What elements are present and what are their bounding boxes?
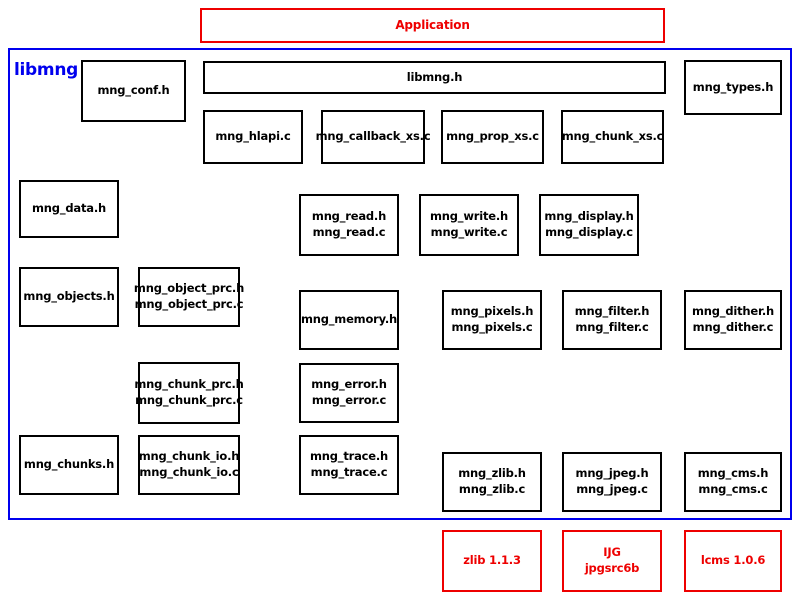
module-line: mng_trace.h bbox=[309, 449, 389, 464]
module-mng-error[interactable]: mng_error.h mng_error.c bbox=[299, 363, 399, 423]
module-line: mng_display.h bbox=[544, 209, 634, 224]
module-line: mng_jpeg.c bbox=[576, 482, 648, 496]
module-line: mng_conf.h bbox=[97, 83, 170, 98]
module-line: mng_chunk_io.h bbox=[138, 449, 240, 464]
module-line: mng_prop_xs.c bbox=[446, 129, 539, 144]
module-mng-filter[interactable]: mng_filter.h mng_filter.c bbox=[562, 290, 662, 350]
application-label: Application bbox=[395, 18, 470, 33]
external-library-zlib[interactable]: zlib 1.1.3 bbox=[442, 530, 542, 592]
module-mng-read[interactable]: mng_read.h mng_read.c bbox=[299, 194, 399, 256]
module-line: mng_cms.c bbox=[698, 482, 768, 496]
module-mng-dither[interactable]: mng_dither.h mng_dither.c bbox=[684, 290, 782, 350]
module-line: mng_dither.c bbox=[692, 320, 774, 334]
module-line: mng_jpeg.h bbox=[575, 466, 649, 481]
module-line: mng_error.h bbox=[311, 377, 387, 392]
module-line: mng_dither.h bbox=[692, 304, 774, 319]
module-mng-chunk-io[interactable]: mng_chunk_io.h mng_chunk_io.c bbox=[138, 435, 240, 495]
module-line: mng_chunk_io.c bbox=[139, 465, 239, 479]
module-line: libmng.h bbox=[406, 69, 463, 84]
module-line: mng_chunk_prc.h bbox=[134, 377, 244, 392]
module-mng-objects[interactable]: mng_objects.h bbox=[19, 267, 119, 327]
module-line: mng_data.h bbox=[32, 201, 106, 216]
module-line: mng_error.c bbox=[311, 393, 387, 407]
module-line: mng_types.h bbox=[692, 79, 774, 94]
module-line: mng_filter.h bbox=[574, 304, 650, 319]
external-library-line: IJG bbox=[603, 545, 621, 560]
libmng-container bbox=[8, 48, 792, 520]
external-library-lcms[interactable]: lcms 1.0.6 bbox=[684, 530, 782, 592]
external-library-line: jpgsrc6b bbox=[584, 561, 640, 575]
module-line: mng_pixels.h bbox=[450, 304, 534, 319]
module-line: mng_read.h bbox=[311, 209, 387, 224]
module-line: mng_hlapi.c bbox=[215, 129, 291, 144]
module-line: mng_memory.h bbox=[300, 312, 398, 327]
external-library-ijg[interactable]: IJG jpgsrc6b bbox=[562, 530, 662, 592]
module-mng-pixels[interactable]: mng_pixels.h mng_pixels.c bbox=[442, 290, 542, 350]
module-line: mng_filter.c bbox=[575, 320, 649, 334]
module-line: mng_trace.c bbox=[310, 465, 388, 479]
module-mng-conf[interactable]: mng_conf.h bbox=[81, 60, 186, 122]
module-mng-memory[interactable]: mng_memory.h bbox=[299, 290, 399, 350]
module-line: mng_zlib.c bbox=[458, 482, 526, 496]
module-line: mng_chunks.h bbox=[23, 457, 115, 472]
module-mng-display[interactable]: mng_display.h mng_display.c bbox=[539, 194, 639, 256]
external-library-line: lcms 1.0.6 bbox=[700, 553, 766, 568]
module-libmng-h[interactable]: libmng.h bbox=[203, 61, 666, 94]
libmng-container-label: libmng bbox=[14, 60, 79, 80]
application-box[interactable]: Application bbox=[200, 8, 665, 43]
module-line: mng_write.c bbox=[430, 225, 508, 239]
module-mng-callback-xs[interactable]: mng_callback_xs.c bbox=[316, 110, 431, 164]
module-line: mng_cms.h bbox=[697, 466, 769, 481]
module-line: mng_object_prc.h bbox=[133, 281, 245, 296]
module-line: mng_write.h bbox=[429, 209, 509, 224]
module-mng-trace[interactable]: mng_trace.h mng_trace.c bbox=[299, 435, 399, 495]
module-mng-prop-xs[interactable]: mng_prop_xs.c bbox=[441, 110, 544, 164]
module-mng-zlib[interactable]: mng_zlib.h mng_zlib.c bbox=[442, 452, 542, 512]
module-mng-chunk-prc[interactable]: mng_chunk_prc.h mng_chunk_prc.c bbox=[134, 362, 244, 424]
module-line: mng_callback_xs.c bbox=[315, 129, 431, 144]
module-mng-write[interactable]: mng_write.h mng_write.c bbox=[419, 194, 519, 256]
module-mng-chunk-xs[interactable]: mng_chunk_xs.c bbox=[561, 110, 664, 164]
module-mng-jpeg[interactable]: mng_jpeg.h mng_jpeg.c bbox=[562, 452, 662, 512]
module-mng-types[interactable]: mng_types.h bbox=[684, 60, 782, 115]
module-line: mng_chunk_prc.c bbox=[135, 393, 243, 407]
module-line: mng_display.c bbox=[545, 225, 633, 239]
module-mng-cms[interactable]: mng_cms.h mng_cms.c bbox=[684, 452, 782, 512]
external-library-line: zlib 1.1.3 bbox=[463, 553, 521, 568]
module-mng-chunks[interactable]: mng_chunks.h bbox=[19, 435, 119, 495]
module-line: mng_objects.h bbox=[23, 289, 115, 304]
module-mng-object-prc[interactable]: mng_object_prc.h mng_object_prc.c bbox=[134, 267, 244, 327]
module-line: mng_read.c bbox=[312, 225, 386, 239]
module-line: mng_pixels.c bbox=[451, 320, 533, 334]
module-mng-hlapi[interactable]: mng_hlapi.c bbox=[203, 110, 303, 164]
module-line: mng_chunk_xs.c bbox=[561, 129, 664, 144]
module-line: mng_zlib.h bbox=[458, 466, 526, 481]
module-line: mng_object_prc.c bbox=[134, 297, 244, 311]
module-mng-data[interactable]: mng_data.h bbox=[19, 180, 119, 238]
